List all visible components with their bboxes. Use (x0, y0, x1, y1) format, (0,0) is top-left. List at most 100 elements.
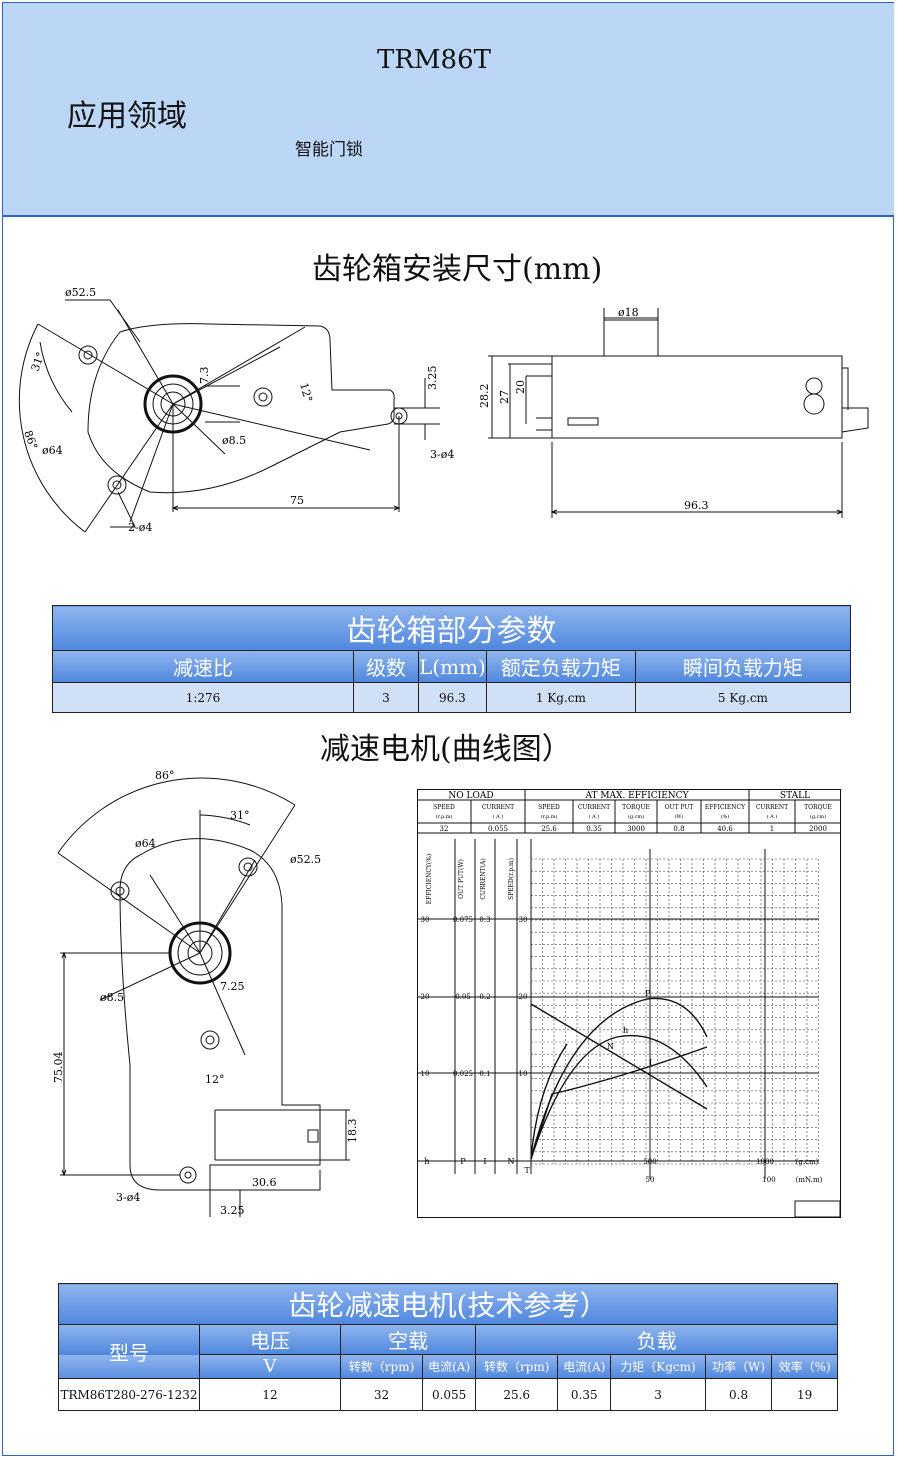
col-header: CURRENT (482, 804, 514, 811)
axis-letter: T (524, 1166, 530, 1175)
col-header: CURRENT (756, 804, 788, 811)
dim-a12: 12° (205, 1073, 225, 1086)
dim-27: 27 (498, 390, 511, 404)
col-unit: (g.cm) (628, 813, 644, 820)
col-unit: (W) (674, 813, 683, 820)
x-tick-gcm: 500 (643, 1158, 656, 1166)
performance-curve-line (530, 1043, 568, 1160)
col-header: SPEED (538, 804, 560, 811)
performance-curve-line (530, 1003, 708, 1110)
x-tick-mnm: (mN.m) (796, 1176, 823, 1184)
model-title: TRM86T (377, 45, 491, 75)
dim-3-25: 3.25 (426, 366, 439, 391)
x-tick-gcm: (g.cm) (796, 1158, 819, 1166)
col-unit: ( A ) (767, 813, 778, 820)
axis-title: SPEED(r.p.m) (508, 858, 515, 900)
col-header: SPEED (433, 804, 455, 811)
tech-cell: 3 (610, 1378, 706, 1411)
x-tick-gcm: 1000 (756, 1158, 774, 1166)
col-value: 2000 (809, 825, 827, 833)
scale-label: 10 (421, 1070, 430, 1078)
tech-cell: 12 (199, 1378, 341, 1411)
dim-7-25: 7.25 (220, 980, 245, 993)
params-header: 减速比 (52, 650, 354, 683)
scale-label: 0.1 (479, 1070, 490, 1078)
dim-30-6: 30.6 (252, 1176, 277, 1189)
dim-d52-5: ø52.5 (65, 286, 96, 299)
tech-sub-header: 转数（rpm) (475, 1354, 559, 1379)
scale-label: 0.05 (455, 993, 471, 1001)
col-value: 0.055 (488, 825, 508, 833)
axis-letter: h (424, 1157, 429, 1166)
scale-label: 0.3 (479, 916, 490, 924)
params-cell: 1:276 (52, 682, 354, 713)
axis-title: OUT PUT(W) (458, 859, 465, 899)
tech-sub-header: 电流(A) (557, 1354, 612, 1379)
dim-96-3: 96.3 (684, 499, 709, 512)
dim-3-d4: 3-ø4 (116, 1191, 140, 1204)
dim-28-2: 28.2 (478, 384, 491, 409)
col-value: 0.35 (586, 825, 602, 833)
col-value: 3000 (627, 825, 645, 833)
tech-cell: TRM86T280-276-1232 (58, 1378, 200, 1411)
col-unit: (g.cm) (810, 813, 826, 820)
tech-voltage-header: 电压 (199, 1324, 341, 1355)
params-cell: 3 (353, 682, 419, 713)
col-value: 32 (440, 825, 449, 833)
application-text: 智能门锁 (295, 140, 363, 160)
dim-20: 20 (514, 380, 527, 394)
col-header: CURRENT (578, 804, 610, 811)
scale-label: 20 (421, 993, 430, 1001)
curve-label: I (649, 1058, 652, 1067)
dim-a86: 86° (155, 769, 175, 782)
tech-cell: 0.35 (557, 1378, 612, 1411)
col-header: EFFICIENCY (705, 804, 746, 811)
dim-d52-5: ø52.5 (290, 853, 321, 866)
col-value: 25.6 (541, 825, 557, 833)
scale-label: 0.2 (479, 993, 490, 1001)
curve-label: P (645, 989, 651, 998)
tech-cell: 19 (771, 1378, 838, 1411)
params-cell: 1 Kg.cm (485, 682, 636, 713)
motor-curve-title: 减速电机(曲线图） (320, 732, 572, 767)
params-header: 额定负载力矩 (485, 650, 636, 683)
col-unit: (%) (721, 813, 730, 820)
motor-drawing: 86° 31° ø64 ø52.5 ø8.5 7.25 75.04 12° 18… (52, 769, 359, 1217)
performance-curve-line (530, 1046, 708, 1160)
gearbox-dimension-title: 齿轮箱安装尺寸(mm) (312, 252, 603, 287)
dim-7-3: 7.3 (198, 367, 211, 385)
scale-label: 30 (519, 916, 528, 924)
gearbox-params-table: 齿轮箱部分参数 减速比 级数 L(mm) 额定负载力矩 瞬间负载力矩 1:276… (52, 605, 852, 713)
dim-d8-5: ø8.5 (100, 991, 124, 1004)
params-cell: 96.3 (418, 682, 487, 713)
axis-letter: P (460, 1157, 466, 1166)
curve-label: h (623, 1026, 628, 1035)
tech-cell: 0.055 (422, 1378, 477, 1411)
axis-title: CURRENT(A) (480, 858, 487, 899)
tech-reference-table: 齿轮减速电机(技术参考） 型号 电压 空载 负载 V 转数（rpm) 电流(A)… (58, 1283, 838, 1411)
tech-sub-header: 功率（W) (704, 1354, 773, 1379)
dim-75-04: 75.04 (52, 1052, 65, 1084)
tech-cell: 0.8 (704, 1378, 773, 1411)
dim-18-3: 18.3 (346, 1119, 359, 1144)
performance-curve-line (530, 997, 708, 1160)
col-unit: (r.p.m) (541, 813, 558, 820)
tech-cell: 25.6 (475, 1378, 559, 1411)
curve-label: N (607, 1042, 614, 1051)
params-cell: 5 Kg.cm (634, 682, 852, 713)
tech-model-header: 型号 (58, 1324, 200, 1379)
dim-d18: ø18 (618, 306, 639, 319)
performance-curve: NO LOAD AT MAX. EFFICIENCY STALL SPEED(r… (417, 789, 841, 1218)
tech-sub-header: 转数（rpm) (339, 1354, 424, 1379)
tech-sub-header: 电流(A) (422, 1354, 477, 1379)
col-header: OUT PUT (665, 804, 694, 811)
col-value: 0.8 (673, 825, 684, 833)
params-header: 瞬间负载力矩 (634, 650, 852, 683)
scale-label: 0.025 (453, 1070, 473, 1078)
axis-letter: I (483, 1157, 486, 1166)
axis-letter: N (508, 1157, 515, 1166)
scale-label: 10 (519, 1070, 528, 1078)
group-stall: STALL (780, 791, 810, 801)
dim-a86: 86° (21, 429, 40, 452)
